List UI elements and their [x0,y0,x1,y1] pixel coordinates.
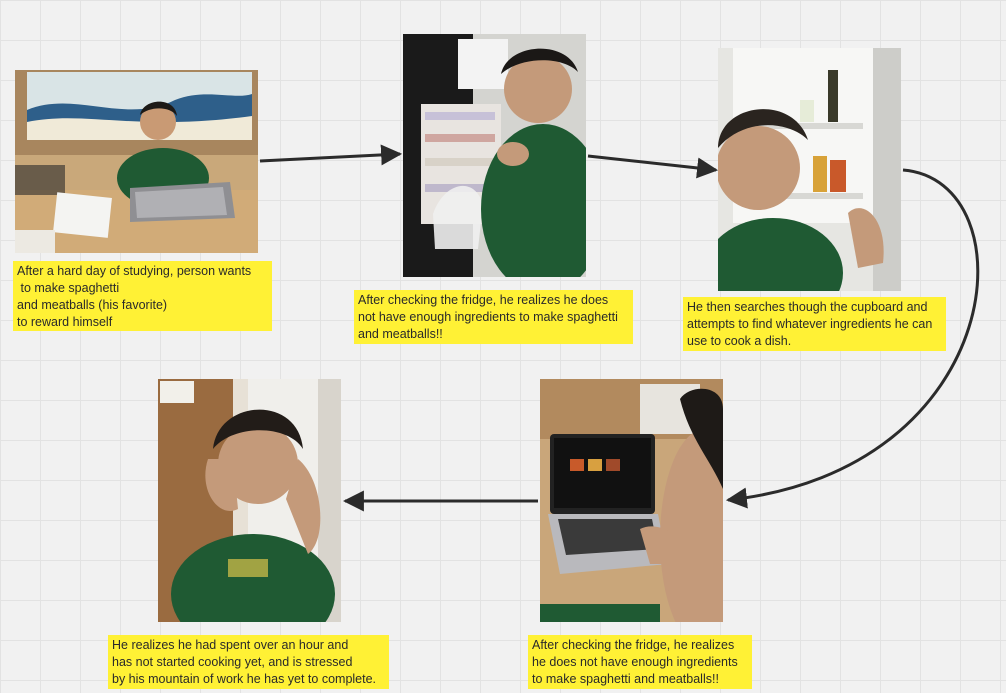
arrow-step3-to-step4 [725,168,980,509]
caption-line: not have enough ingredients to make spag… [358,310,618,324]
caption-line: and meatballs (his favorite) [17,298,168,312]
caption-line: has not started cooking yet, and is stre… [112,655,353,669]
caption-step3: He then searches though the cupboard and… [683,297,946,351]
caption-line: to reward himself [17,315,113,329]
photo-step2 [403,34,586,277]
caption-line: and meatballs!! [358,327,443,341]
photo-step4 [540,379,723,622]
photo-step3 [718,48,901,291]
caption-line: he does not have enough ingredients [532,655,738,669]
caption-line: use to cook a dish. [687,334,792,348]
photo-step1 [15,70,258,253]
caption-line: After a hard day of studying, person wan… [17,264,252,278]
caption-line: After checking the fridge, he realizes [532,638,735,652]
caption-line: attempts to find whatever ingredients he… [687,317,933,331]
caption-step4: After checking the fridge, he realizes h… [528,635,752,689]
caption-line: to make spaghetti and meatballs!! [532,672,719,686]
photo-step5 [158,379,341,622]
caption-line: to make spaghetti [17,281,120,295]
caption-line: He then searches though the cupboard and [687,300,928,314]
caption-step1: After a hard day of studying, person wan… [13,261,272,331]
caption-line: by his mountain of work he has yet to co… [112,672,377,686]
caption-line: After checking the fridge, he realizes h… [358,293,609,307]
caption-step2: After checking the fridge, he realizes h… [354,290,633,344]
caption-step5: He realizes he had spent over an hour an… [108,635,389,689]
caption-line: He realizes he had spent over an hour an… [112,638,349,652]
arrow-step1-to-step2 [259,144,403,166]
arrow-step2-to-step3 [587,154,719,179]
